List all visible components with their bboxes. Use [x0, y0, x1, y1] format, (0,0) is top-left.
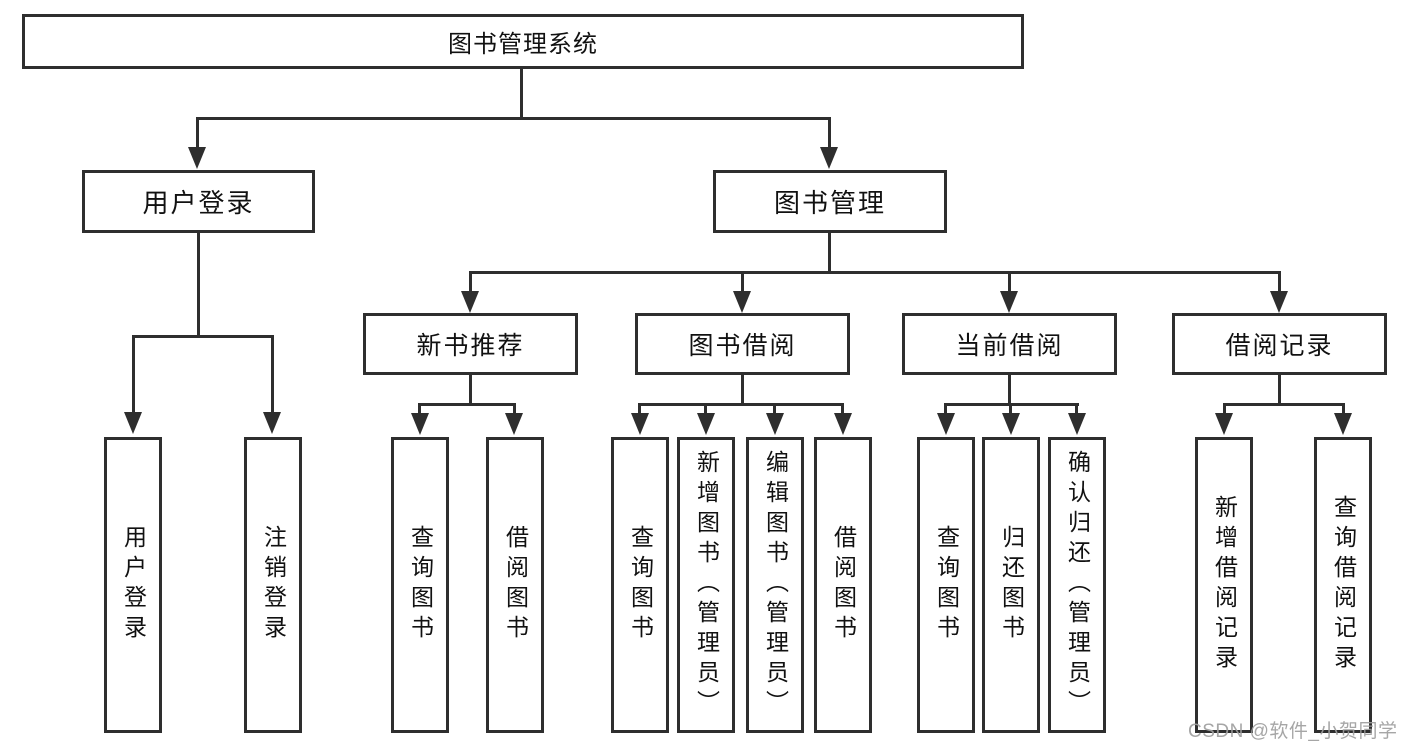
- leaf-label: 借阅图书: [502, 525, 529, 645]
- leaf-label: 查询图书: [627, 525, 654, 645]
- connector-line: [513, 404, 516, 415]
- connector-line: [1008, 375, 1011, 406]
- leaf-query-borrow-record: 查询借阅记录: [1314, 437, 1372, 733]
- node-borrowing-records: 借阅记录: [1172, 313, 1387, 375]
- arrow-down-icon: [124, 412, 142, 434]
- connector-line: [196, 117, 831, 120]
- node-current-borrowing: 当前借阅: [902, 313, 1117, 375]
- connector-line: [520, 69, 523, 120]
- watermark: CSDN @软件_小贺同学: [1188, 721, 1398, 742]
- connector-line: [418, 404, 421, 415]
- connector-line: [197, 233, 200, 338]
- leaf-label: 查询图书: [933, 525, 960, 645]
- node-library-management-system: 图书管理系统: [22, 14, 1024, 69]
- connector-line: [1278, 375, 1281, 406]
- leaf-borrow-books: 借阅图书: [814, 437, 872, 733]
- connector-line: [469, 271, 1281, 274]
- leaf-label: 查询图书: [407, 525, 434, 645]
- node-new-book-recommendation: 新书推荐: [363, 313, 578, 375]
- arrow-down-icon: [411, 413, 429, 435]
- arrow-down-icon: [1068, 413, 1086, 435]
- leaf-add-book-admin: 新增图书（管理员）: [677, 437, 735, 733]
- leaf-query-books: 查询图书: [917, 437, 975, 733]
- node-label: 借阅记录: [1225, 332, 1334, 360]
- leaf-label: 用户登录: [120, 525, 147, 645]
- connector-line: [1223, 404, 1226, 415]
- connector-line: [132, 335, 274, 338]
- connector-line: [196, 117, 199, 149]
- arrow-down-icon: [505, 413, 523, 435]
- arrow-down-icon: [697, 413, 715, 435]
- connector-line: [704, 404, 707, 415]
- connector-line: [1008, 271, 1011, 293]
- node-label: 新书推荐: [416, 332, 525, 360]
- arrow-down-icon: [1000, 291, 1018, 313]
- arrow-down-icon: [766, 413, 784, 435]
- leaf-logout: 注销登录: [244, 437, 302, 733]
- connector-line: [1278, 271, 1281, 293]
- leaf-label: 借阅图书: [830, 525, 857, 645]
- arrow-down-icon: [1215, 413, 1233, 435]
- leaf-label: 确认归还（管理员）: [1064, 450, 1091, 720]
- leaf-return-book: 归还图书: [982, 437, 1040, 733]
- node-label: 当前借阅: [955, 332, 1064, 360]
- connector-line: [773, 404, 776, 415]
- connector-line: [469, 375, 472, 406]
- leaf-confirm-return-admin: 确认归还（管理员）: [1048, 437, 1106, 733]
- node-label: 用户登录: [142, 188, 255, 218]
- connector-line: [741, 271, 744, 293]
- node-label: 图书管理系统: [448, 31, 598, 58]
- arrow-down-icon: [188, 147, 206, 169]
- arrow-down-icon: [937, 413, 955, 435]
- connector-line: [1342, 404, 1345, 415]
- leaf-label: 归还图书: [998, 525, 1025, 645]
- arrow-down-icon: [263, 412, 281, 434]
- leaf-label: 注销登录: [260, 525, 287, 645]
- arrow-down-icon: [1002, 413, 1020, 435]
- connector-line: [1223, 403, 1345, 406]
- connector-line: [638, 403, 844, 406]
- connector-line: [1075, 404, 1078, 415]
- node-label: 图书借阅: [688, 332, 797, 360]
- leaf-label: 编辑图书（管理员）: [762, 450, 789, 720]
- connector-line: [828, 233, 831, 274]
- leaf-user-login: 用户登录: [104, 437, 162, 733]
- connector-line: [944, 404, 947, 415]
- connector-line: [469, 271, 472, 293]
- node-book-borrowing: 图书借阅: [635, 313, 850, 375]
- connector-line: [828, 117, 831, 149]
- arrow-down-icon: [820, 147, 838, 169]
- connector-line: [741, 375, 744, 406]
- connector-line: [638, 404, 641, 415]
- leaf-label: 查询借阅记录: [1330, 495, 1357, 675]
- arrow-down-icon: [733, 291, 751, 313]
- leaf-query-books: 查询图书: [611, 437, 669, 733]
- arrow-down-icon: [631, 413, 649, 435]
- connector-line: [841, 404, 844, 415]
- leaf-add-borrow-record: 新增借阅记录: [1195, 437, 1253, 733]
- node-user-login: 用户登录: [82, 170, 315, 233]
- arrow-down-icon: [834, 413, 852, 435]
- leaf-label: 新增图书（管理员）: [693, 450, 720, 720]
- arrow-down-icon: [1334, 413, 1352, 435]
- leaf-borrow-books: 借阅图书: [486, 437, 544, 733]
- leaf-label: 新增借阅记录: [1211, 495, 1238, 675]
- connector-line: [1009, 404, 1012, 415]
- leaf-edit-book-admin: 编辑图书（管理员）: [746, 437, 804, 733]
- connector-line: [418, 403, 516, 406]
- arrow-down-icon: [1270, 291, 1288, 313]
- connector-line: [271, 335, 274, 414]
- node-book-management: 图书管理: [713, 170, 947, 233]
- leaf-query-books: 查询图书: [391, 437, 449, 733]
- arrow-down-icon: [461, 291, 479, 313]
- node-label: 图书管理: [773, 188, 886, 218]
- connector-line: [132, 335, 135, 414]
